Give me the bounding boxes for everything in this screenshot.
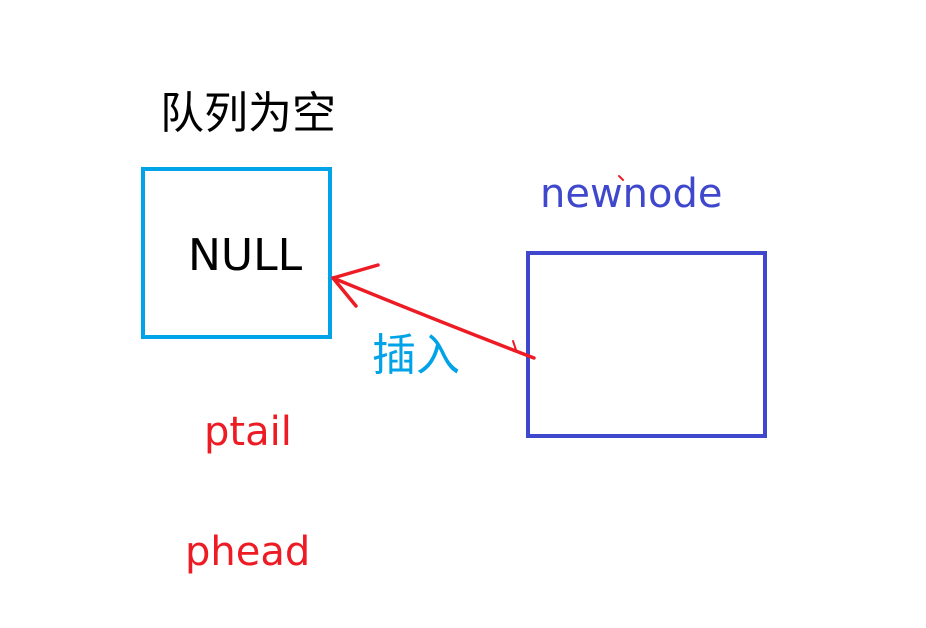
phead-label: phead — [185, 529, 311, 575]
null-node-label: NULL — [188, 230, 303, 281]
arrow-head-lower — [331, 276, 358, 308]
null-node-box — [141, 167, 332, 339]
diagram-title: 队列为空 — [160, 88, 336, 139]
arrow-tail-tick — [512, 340, 517, 351]
newnode-label: newnode — [540, 171, 723, 217]
ptail-label: ptail — [204, 409, 292, 455]
newnode-box — [526, 251, 767, 438]
insert-label: 插入 — [372, 330, 460, 381]
arrow-head-upper — [331, 263, 380, 280]
